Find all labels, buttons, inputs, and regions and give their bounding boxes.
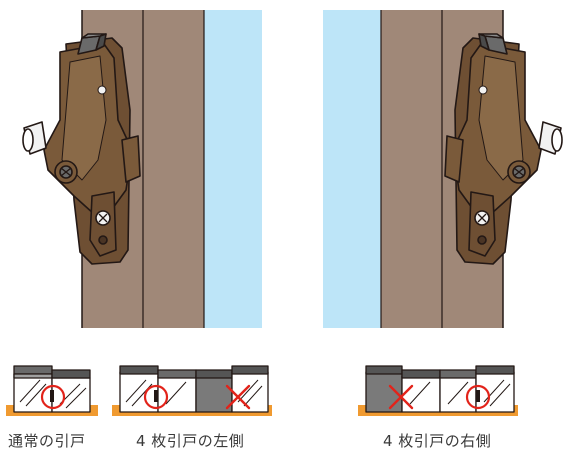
caption-four-panel-right: 4 枚引戸の右側 [383, 430, 491, 451]
caption-normal-sliding: 通常の引戸 [8, 430, 86, 451]
caption-four-panel-left: 4 枚引戸の左側 [136, 430, 244, 451]
lock-icon [445, 34, 562, 264]
four-panel-right-diagram [358, 366, 518, 416]
lock-icon [23, 34, 140, 264]
